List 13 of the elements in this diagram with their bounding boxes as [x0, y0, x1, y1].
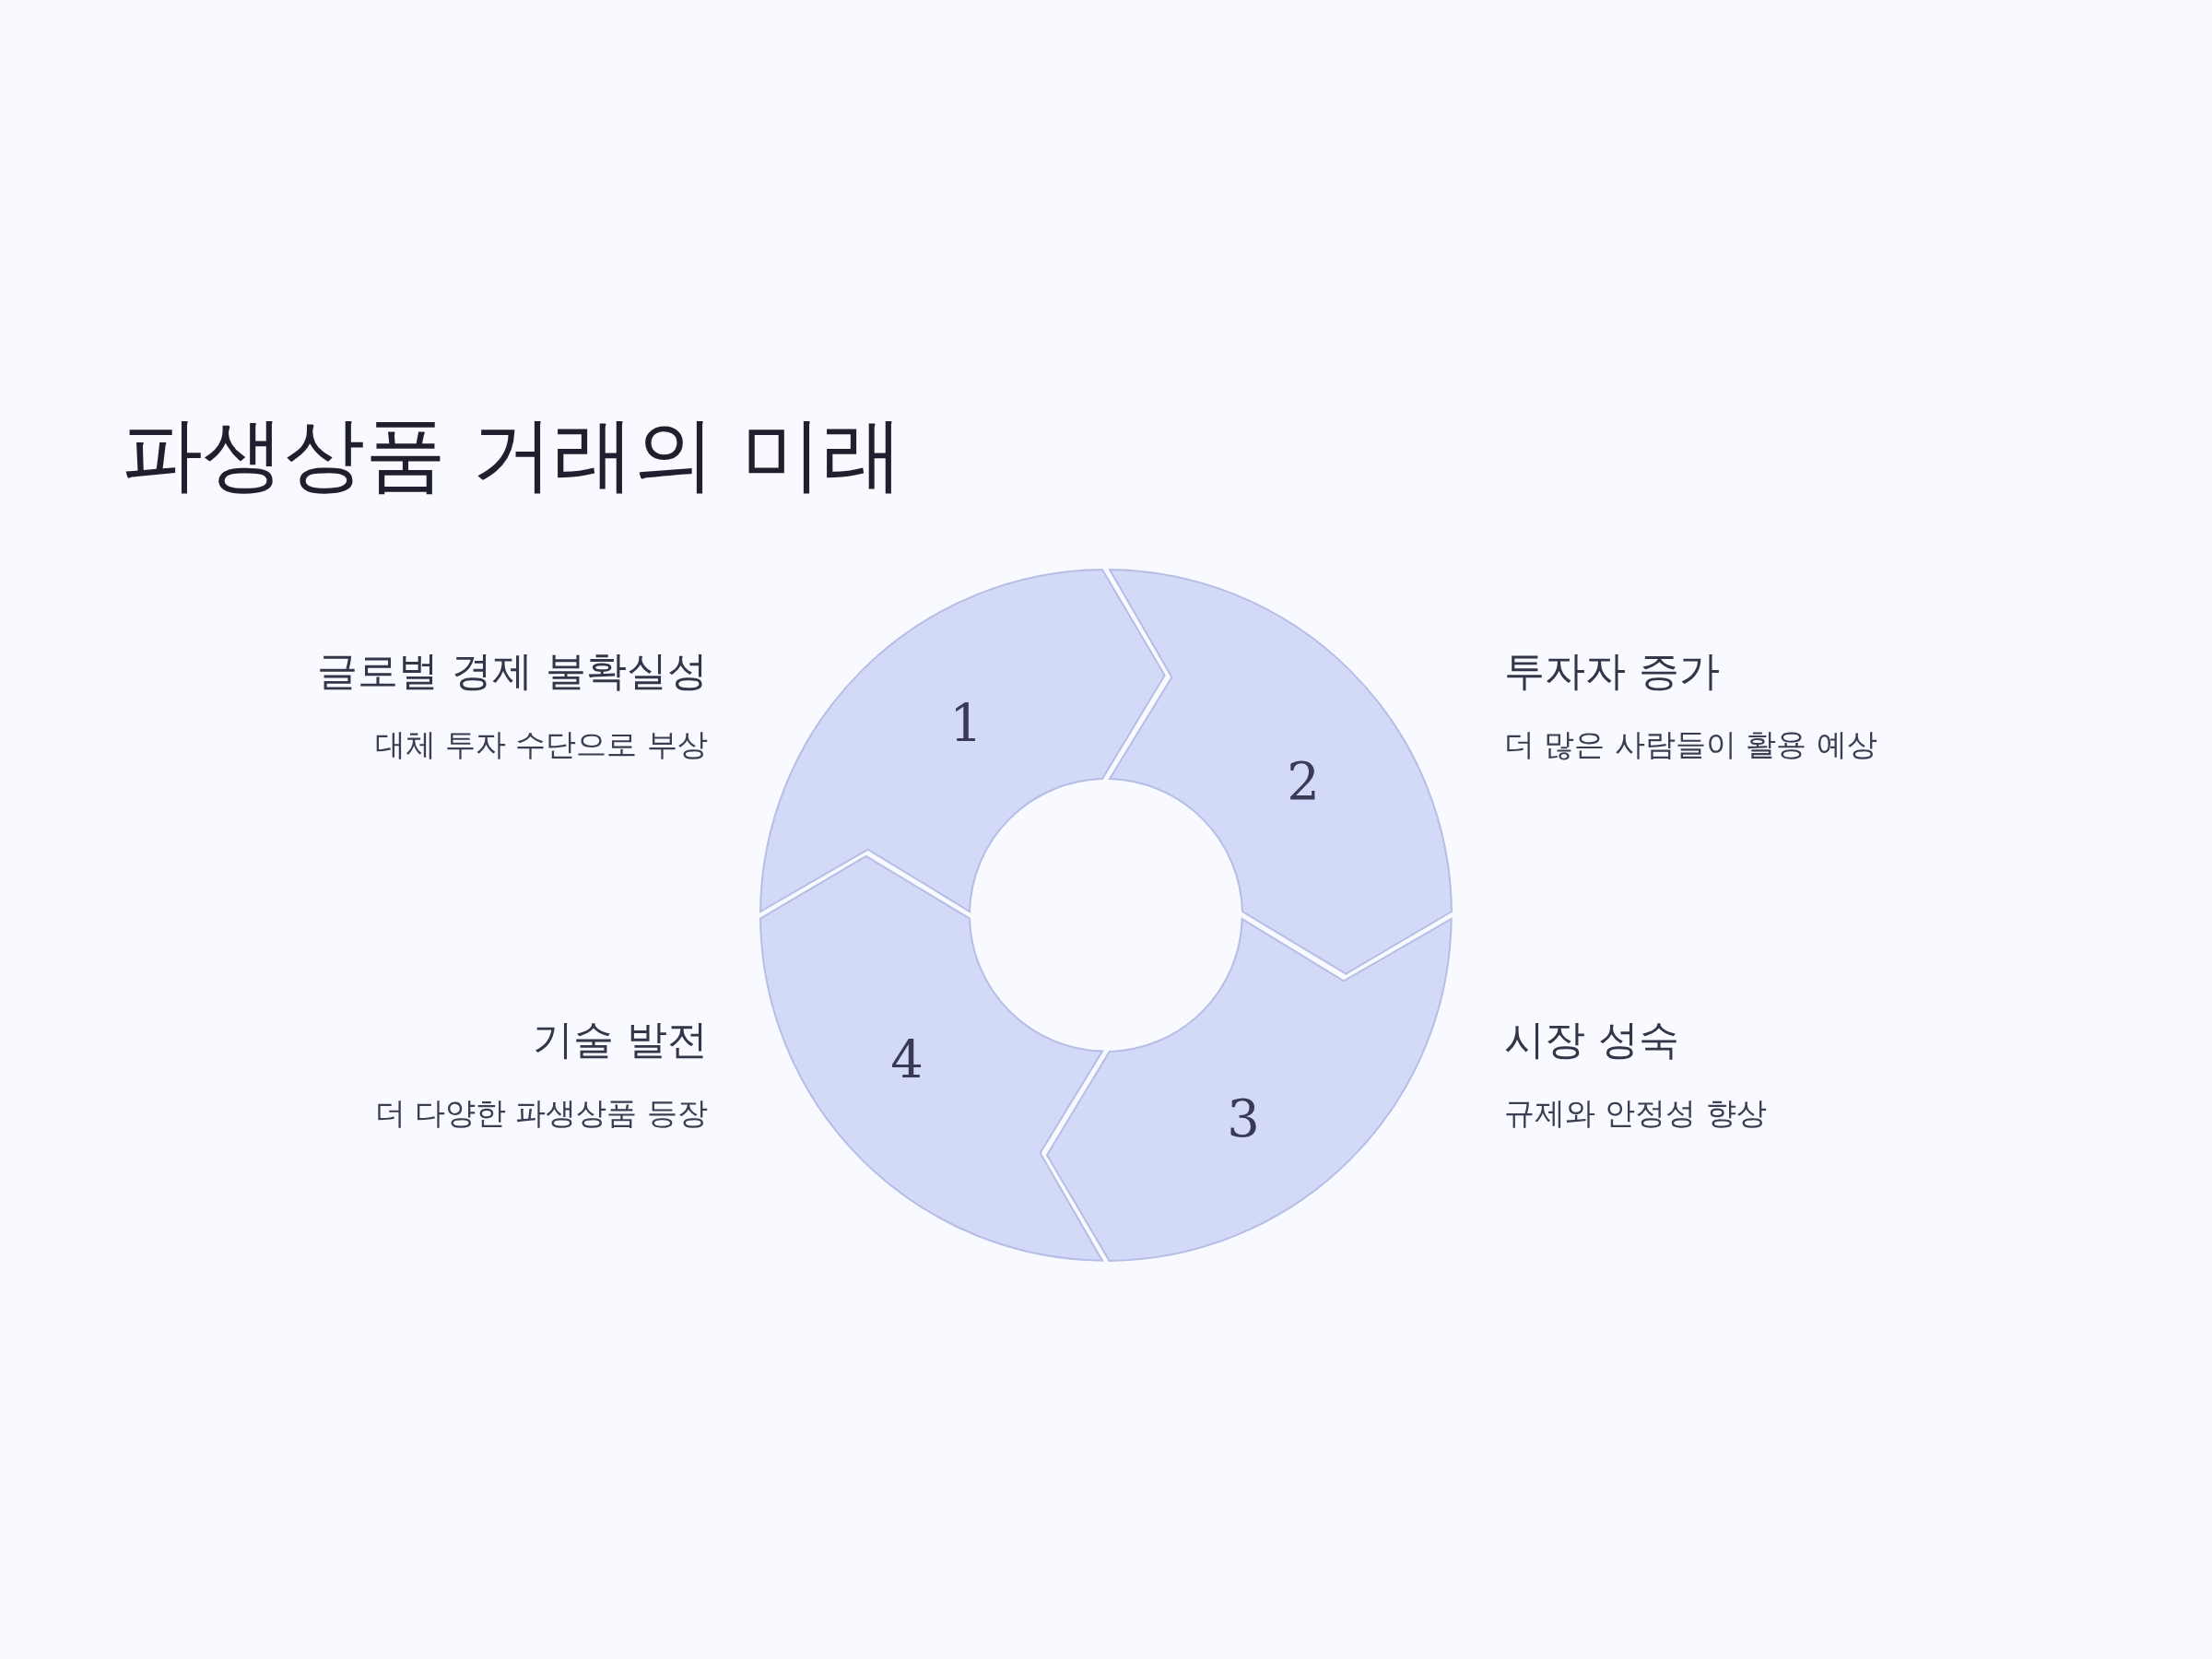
step-description: 더 다양한 파생상품 등장: [374, 1095, 708, 1132]
step-heading: 기술 발전: [533, 1016, 708, 1065]
step-number: 3: [1227, 1093, 1260, 1145]
step-heading: 시장 성숙: [1504, 1016, 1679, 1065]
step-heading: 투자자 증가: [1504, 647, 1720, 696]
step-number: 1: [949, 698, 982, 749]
step-number: 2: [1287, 756, 1320, 807]
step-description: 대체 투자 수단으로 부상: [374, 726, 708, 763]
step-heading: 글로벌 경제 불확실성: [317, 647, 708, 696]
title: 파생상품 거래의 미래: [122, 406, 903, 503]
step-number: 4: [890, 1034, 924, 1086]
step-description: 규제와 안정성 향상: [1504, 1095, 1767, 1132]
step-description: 더 많은 사람들이 활용 예상: [1504, 726, 1877, 763]
